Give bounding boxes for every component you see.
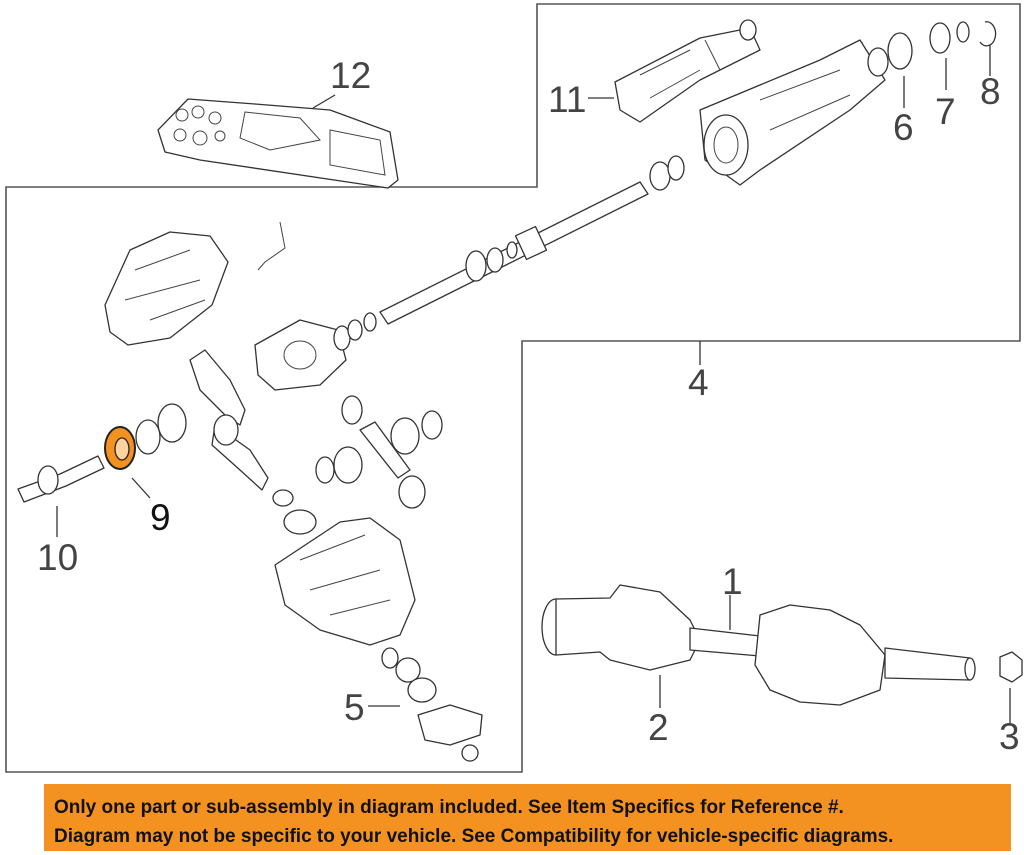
callout-3: 3 — [999, 716, 1020, 757]
part-10-stub-shaft — [17, 455, 105, 503]
part-4-housing — [699, 39, 889, 186]
axle-housing — [272, 489, 416, 646]
callout-2: 2 — [648, 707, 669, 748]
part-8-snap-ring — [979, 21, 997, 47]
part-7-washer — [929, 22, 951, 54]
part-12-plate — [157, 98, 399, 189]
differential-case — [254, 312, 377, 391]
spider-gears — [315, 395, 443, 509]
input-shaft — [379, 155, 685, 325]
callout-6: 6 — [893, 107, 914, 148]
leader-12 — [312, 94, 336, 109]
ring-gear-pinion — [189, 349, 269, 491]
disclaimer-line-1: Only one part or sub-assembly in diagram… — [54, 797, 844, 818]
washer-a — [135, 419, 161, 455]
callout-4: 4 — [688, 362, 709, 403]
part-9-seal — [104, 426, 136, 470]
callout-7: 7 — [935, 91, 956, 132]
callout-11: 11 — [548, 79, 586, 120]
part-6-seal — [887, 32, 913, 70]
disclaimer-banner: Only one part or sub-assembly in diagram… — [44, 784, 1011, 851]
callout-1: 1 — [722, 561, 743, 602]
callout-10: 10 — [37, 537, 78, 578]
leader-9 — [131, 477, 151, 499]
part-5-flange — [381, 647, 483, 762]
callout-5: 5 — [344, 687, 365, 728]
part-3-nut — [999, 651, 1023, 683]
part-7-washer-2 — [956, 21, 970, 43]
part-1-cv-axle — [541, 584, 976, 706]
callout-9: 9 — [150, 497, 171, 538]
breather-tube — [257, 221, 286, 271]
washer-b — [157, 403, 187, 443]
callout-8: 8 — [980, 71, 1001, 112]
disclaimer-line-2: Diagram may not be specific to your vehi… — [54, 826, 894, 847]
callout-12: 12 — [330, 55, 371, 96]
top-right-group-frame — [5, 3, 1021, 773]
part-11-shift-shaft — [614, 19, 761, 123]
differential-cover — [104, 231, 229, 346]
